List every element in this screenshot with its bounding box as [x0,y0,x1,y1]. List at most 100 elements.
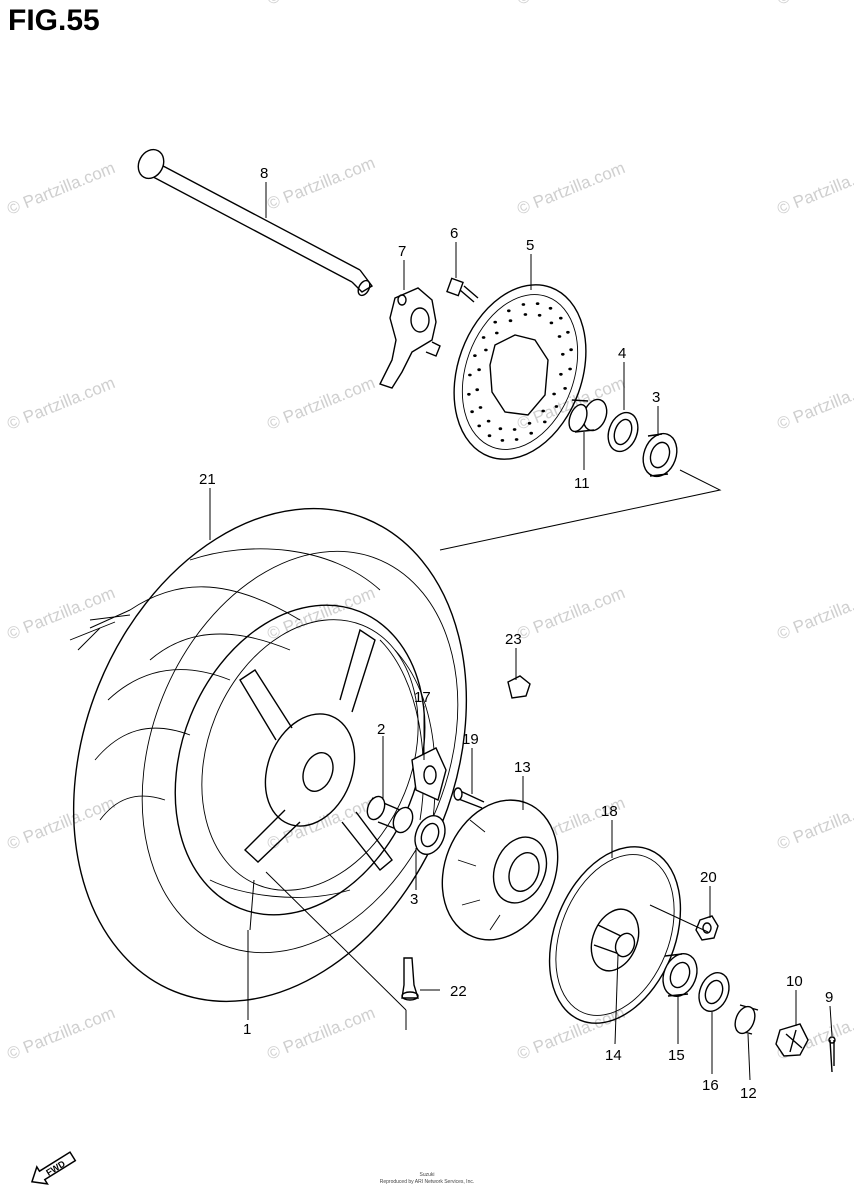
watermark-text: © Partzilla.com [514,158,627,219]
callout-20: 20 [700,869,717,886]
disc-hole [535,302,540,305]
callout-18: 18 [601,803,618,820]
watermark-text: © Partzilla.com [774,158,854,219]
disc-hole [512,428,517,431]
disc-hole [521,303,526,306]
watermark-text: © Partzilla.com [264,153,377,214]
watermark-text: © Partzilla.com [774,0,854,9]
oil-seal-rear-part[interactable] [694,968,735,1016]
disc-hole [541,409,545,413]
caliper-bracket-part[interactable] [379,287,441,389]
bearing-lower-part[interactable] [410,811,451,859]
callout-labels: 1 2 3 3 4 5 6 7 8 9 10 11 12 13 14 15 16… [199,165,833,1102]
assembly-leader-line [439,469,722,551]
callout-14: 14 [605,1047,622,1064]
disc-hole [477,424,482,428]
watermark-layer: © Partzilla.com © Partzilla.com © Partzill… [4,0,854,1064]
disc-hole [568,367,572,371]
callout-15: 15 [668,1047,685,1064]
nut-part[interactable] [695,915,719,941]
disc-hole [514,438,519,441]
disc-hole [470,410,474,414]
damper-part[interactable] [411,747,447,801]
watermark-text: © Partzilla.com [264,1003,377,1064]
disc-hole [549,321,554,325]
callout-6: 6 [450,225,458,242]
tire-part[interactable] [3,449,537,1060]
disc-hole [557,335,562,338]
watermark-text: © Partzilla.com [264,583,377,644]
sprocket-spacer-part[interactable] [593,924,638,959]
disc-hole [527,421,532,425]
disc-hole [569,348,573,352]
callout-23: 23 [505,631,522,648]
disc-hole [473,354,477,357]
disc-hole [486,419,491,423]
callout-3b: 3 [410,891,418,908]
collar-part[interactable] [364,794,416,836]
brake-disc-part[interactable] [431,266,609,478]
disc-hole [468,373,472,377]
oil-seal-part[interactable] [603,408,643,455]
disc-hole [481,336,486,339]
disc-hole [529,431,533,435]
disc-hole [554,405,559,408]
watermark-text: © Partzilla.com [264,0,377,9]
disc-hole [493,320,498,324]
disc-hole [475,388,480,392]
callout-7: 7 [398,243,406,260]
spacer-part[interactable] [566,396,611,434]
watermark-text: © Partzilla.com [4,583,117,644]
callout-12: 12 [740,1085,757,1102]
callout-11: 11 [574,475,590,492]
disc-hole [537,313,542,317]
callout-5: 5 [526,237,534,254]
watermark-text: © Partzilla.com [774,373,854,434]
callout-16: 16 [702,1077,719,1094]
stud-bolt-part[interactable] [453,787,485,809]
disc-hole [484,348,488,352]
disc-hole [508,319,513,323]
sprocket-drum-part[interactable] [422,783,578,958]
footer-code: Suzuki [419,1172,435,1178]
disc-hole [500,439,505,442]
watermark-text: © Partzilla.com [774,793,854,854]
disc-hole [559,372,563,376]
watermark-text: © Partzilla.com [514,0,627,9]
watermark-text: © Partzilla.com [264,373,377,434]
callout-17: 17 [414,689,431,706]
bearing-part[interactable] [637,429,682,481]
sprocket-part[interactable] [525,827,705,1043]
disc-hole [498,427,503,431]
disc-hole [523,313,528,316]
valve-part[interactable] [401,957,419,1001]
disc-hole [543,420,547,424]
spacer-rear-part[interactable] [731,1004,759,1037]
bolt-part[interactable] [446,277,479,303]
disc-hole [477,368,481,372]
watermark-text: © Partzilla.com [4,793,117,854]
watermark-text: © Partzilla.com [514,583,627,644]
footer-copyright: Reproduced by ARI Network Services, Inc. [379,1179,475,1185]
callout-2: 2 [377,721,385,738]
disc-hole [561,352,565,356]
figure-title: FIG.55 [8,4,100,37]
watermark-text: © Partzilla.com [4,373,117,434]
disc-hole [563,387,567,390]
watermark-text: © Partzilla.com [4,1003,117,1064]
axle-nut-part[interactable] [775,1023,809,1057]
axle-part[interactable] [133,145,374,297]
callout-22: 22 [450,983,467,1000]
cotter-pin-part[interactable] [828,1036,836,1073]
disc-hole [548,306,553,310]
disc-hole [478,406,483,409]
bearing-rear-part[interactable] [657,949,703,1002]
callout-8: 8 [260,165,268,182]
callout-9: 9 [825,989,833,1006]
balancer-part[interactable] [507,675,531,699]
disc-hole [495,331,499,335]
callout-3a: 3 [652,389,660,406]
disc-hole [507,309,511,313]
callout-21: 21 [199,471,216,488]
